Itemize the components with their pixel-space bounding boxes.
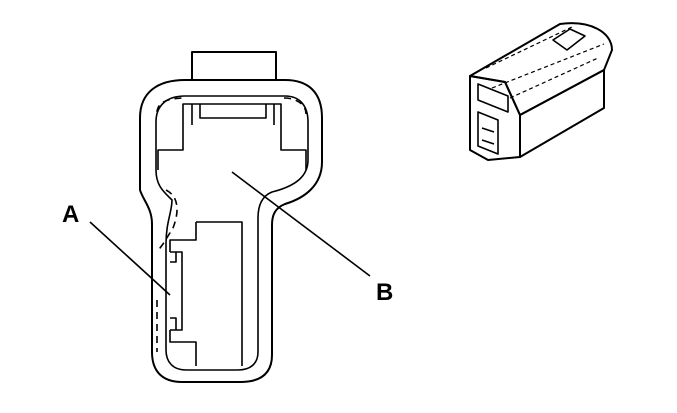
lower-terminal-slot xyxy=(170,251,183,331)
iso-side-face xyxy=(519,69,605,158)
callout-label-a: A xyxy=(62,201,79,228)
upper-terminal-cavity xyxy=(157,103,307,170)
iso-top-face xyxy=(469,22,613,116)
iso-front-upper-cavity xyxy=(477,83,509,113)
iso-front-face xyxy=(469,75,521,161)
callout-label-b: B xyxy=(376,279,393,306)
iso-front-lower-cavity xyxy=(477,111,499,155)
connector-face-view xyxy=(139,51,323,383)
connector-outer-outline xyxy=(139,79,323,383)
iso-hidden-edges xyxy=(485,25,605,99)
lower-terminal-cavity xyxy=(169,221,243,366)
hidden-edge-left xyxy=(156,189,178,352)
leader-line-a xyxy=(89,221,171,296)
connector-latch-tab xyxy=(191,51,277,81)
upper-terminal-slot xyxy=(191,104,275,125)
connector-inner-outline xyxy=(155,95,309,371)
connector-isometric-view xyxy=(469,22,613,161)
hidden-edge-top xyxy=(156,97,307,115)
leader-line-b xyxy=(231,171,371,277)
iso-top-latch xyxy=(552,28,586,51)
